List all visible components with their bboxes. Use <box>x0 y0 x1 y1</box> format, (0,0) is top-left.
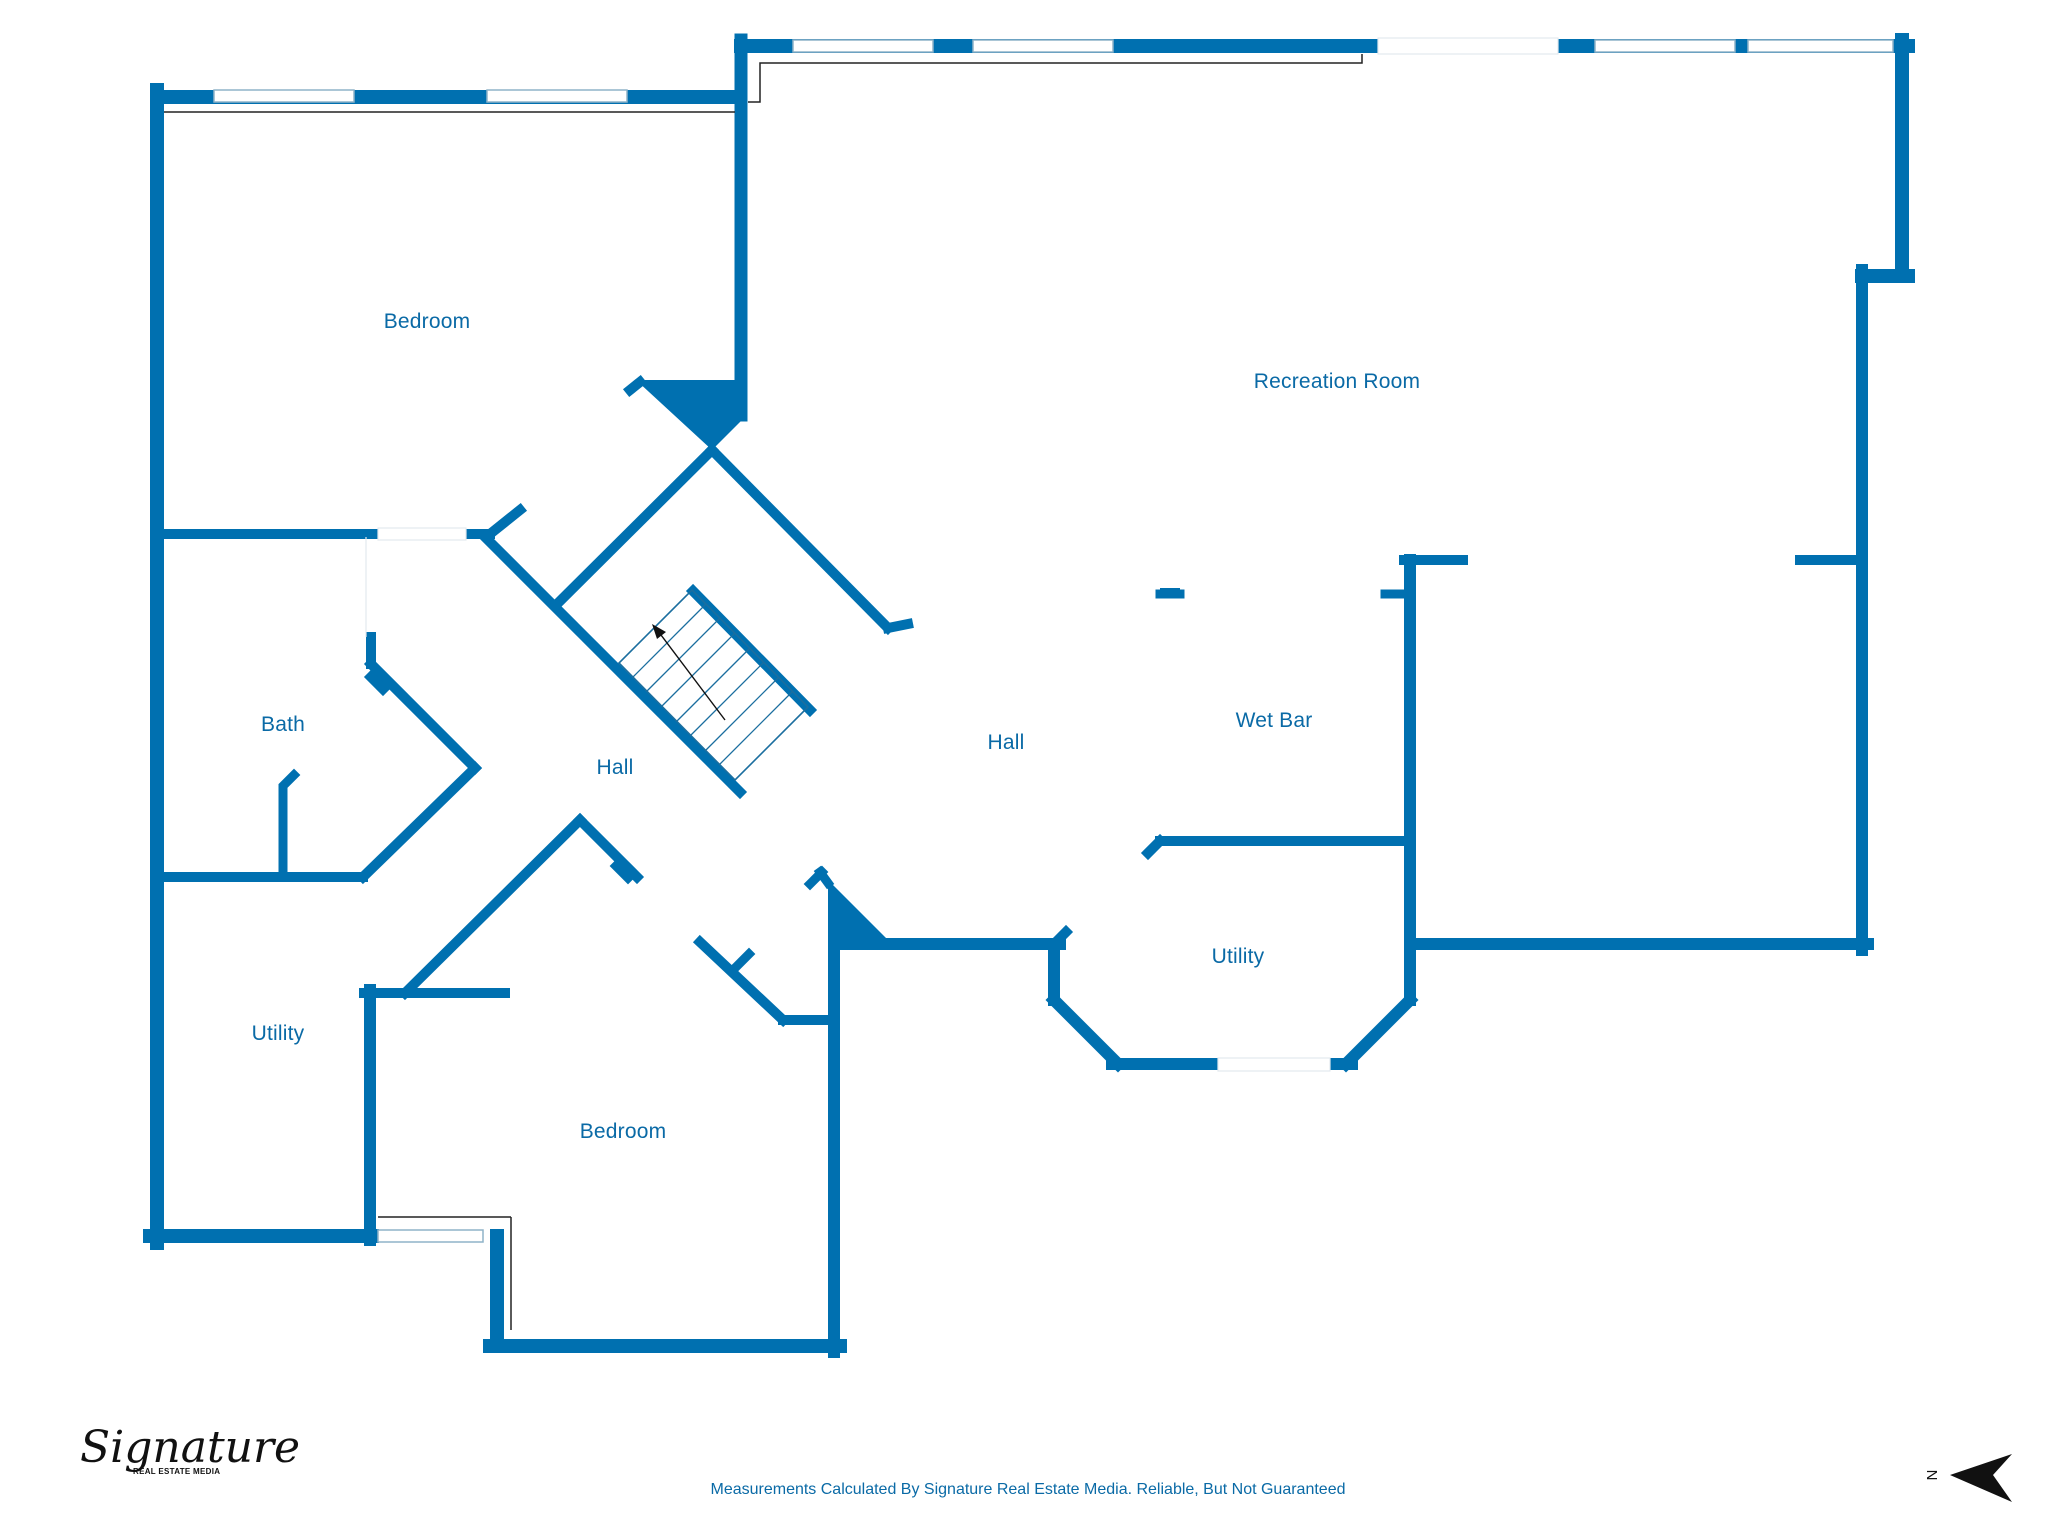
wall-bath-diag-upper <box>363 656 483 776</box>
wall-bedroom-lower-diag <box>397 812 588 1001</box>
doorways <box>365 37 1559 1072</box>
wall-utility-r-door-stub <box>1046 924 1074 952</box>
window-top-right-1 <box>792 39 934 53</box>
label-bedroom-upper: Bedroom <box>384 310 471 333</box>
wall-bath-inner <box>278 768 301 882</box>
logo-script-text: Signature <box>80 1422 300 1473</box>
opening-bedroom-bath <box>377 527 467 541</box>
wall-bath-diag-lower <box>355 760 483 885</box>
column-marker-a <box>1160 588 1180 598</box>
label-wet-bar: Wet Bar <box>1236 709 1313 732</box>
wall-bedroom-lower-diag3 <box>692 934 791 1028</box>
wall-door-stub-b <box>730 947 756 973</box>
wall-stair-right-stub <box>882 618 914 634</box>
wall-bedroom-lower-diag2 <box>572 812 645 885</box>
signature-logo: Signature REAL ESTATE MEDIA <box>80 1422 300 1476</box>
logo-subtitle: REAL ESTATE MEDIA <box>133 1467 220 1476</box>
staircase <box>617 588 810 782</box>
opening-top-right <box>1377 37 1559 55</box>
label-utility-left: Utility <box>252 1022 305 1045</box>
window-bottom-left <box>377 1229 484 1243</box>
wall-utility-r-diag-br <box>1337 991 1419 1073</box>
walls <box>143 33 1915 1358</box>
compass-north-letter: N <box>1923 1470 1940 1481</box>
label-bath: Bath <box>261 713 305 736</box>
wall-bath-stub-2 <box>363 669 391 697</box>
footer-disclaimer: Measurements Calculated By Signature Rea… <box>710 1481 1345 1498</box>
wall-stair-top-b <box>622 374 648 398</box>
soffit-lines <box>164 54 1363 1330</box>
label-utility-right: Utility <box>1212 945 1265 968</box>
label-hall-left: Hall <box>597 756 634 779</box>
window-top-left-1 <box>213 89 355 103</box>
opening-utility-right <box>1217 1057 1331 1072</box>
wall-stair-left <box>477 529 748 800</box>
wall-stair-right <box>704 442 896 636</box>
windows <box>213 39 1894 1243</box>
window-top-right-2 <box>972 39 1114 53</box>
label-hall-center: Hall <box>988 731 1025 754</box>
label-recreation-room: Recreation Room <box>1254 370 1420 393</box>
window-top-right-3 <box>1594 39 1736 53</box>
stair-outline <box>617 588 810 782</box>
north-arrow-icon <box>1950 1454 2012 1502</box>
wall-utility-r-diag-bl <box>1045 991 1127 1073</box>
corner-wedge-upper <box>636 380 747 450</box>
wall-stair-inner-a <box>548 442 720 613</box>
wall-utility-r-top-stub <box>1140 833 1168 861</box>
wall-door-stub-d <box>813 865 835 890</box>
corner-wedge-lower <box>828 880 890 942</box>
wall-stair-top-a <box>482 502 528 542</box>
label-bedroom-lower: Bedroom <box>580 1120 667 1143</box>
window-top-right-4 <box>1747 39 1894 53</box>
compass: N <box>1923 1454 2012 1502</box>
room-labels: Bedroom Recreation Room Bath Hall Hall W… <box>252 310 1420 1143</box>
window-top-left-2 <box>486 89 628 103</box>
wall-door-stub-a <box>609 859 635 885</box>
wall-corner-fills <box>636 380 1180 942</box>
stair-direction-arrow-icon <box>652 624 726 721</box>
